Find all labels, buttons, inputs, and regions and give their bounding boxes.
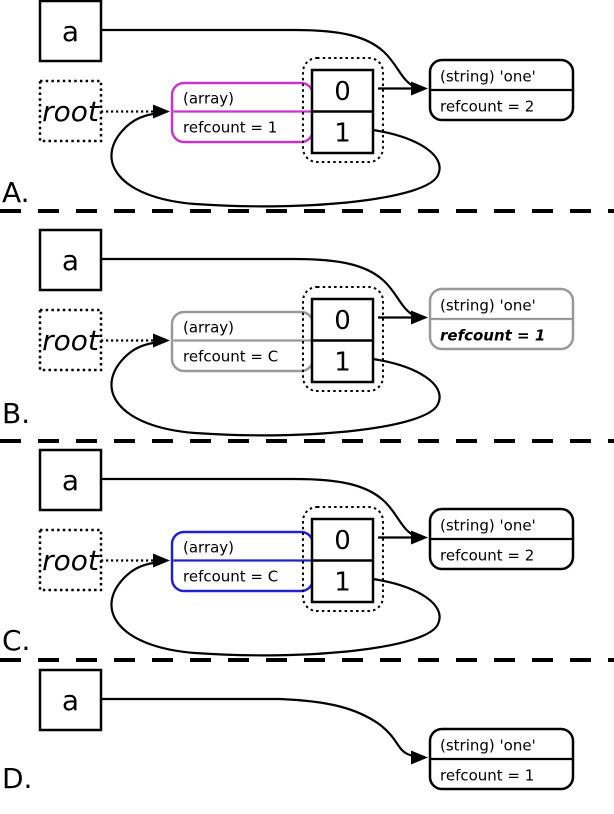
root-box (38, 308, 103, 372)
array-refcount-label: refcount = 1 (183, 119, 277, 137)
variable-a-label: a (62, 684, 79, 717)
string-type-label: (string) 'one' (440, 517, 536, 535)
panel-separator (0, 209, 614, 213)
cell-1-label: 1 (334, 348, 351, 378)
variable-a-label: a (62, 464, 79, 497)
variable-a-box (38, 0, 103, 63)
arrowhead-into-string (411, 81, 428, 96)
cell-0-label: 0 (334, 306, 351, 336)
root-box (38, 79, 103, 143)
root-box (38, 528, 103, 592)
panel-separator (0, 439, 614, 443)
arrow-a-to-string (101, 28, 422, 90)
panel-d: (string) 'one' refcount = 1 a D. (2, 668, 575, 795)
arrowhead-into-string (411, 530, 428, 545)
string-type-label: (string) 'one' (440, 297, 536, 315)
panel-a: (array) refcount = 1 0 1 (string) 'one' … (2, 0, 575, 209)
string-refcount-label: refcount = 1 (440, 327, 545, 345)
arrowhead-into-string (411, 310, 428, 325)
arrow-cell1-loop-to-array (110, 561, 441, 657)
string-type-label: (string) 'one' (440, 68, 536, 86)
arrowhead-into-array (153, 333, 170, 348)
arrow-cell1-loop-to-array (110, 341, 441, 437)
cell-1-label: 1 (334, 568, 351, 598)
cell-0-label: 0 (334, 77, 351, 107)
variable-a-label: a (62, 15, 79, 48)
array-type-label: (array) (183, 539, 234, 557)
root-label: root (42, 324, 100, 357)
string-refcount-label: refcount = 2 (440, 547, 534, 565)
variable-a-label: a (62, 244, 79, 277)
cell-1-label: 1 (334, 119, 351, 149)
string-type-label: (string) 'one' (440, 737, 536, 755)
arrow-a-to-string (101, 697, 415, 758)
string-refcount-label: refcount = 1 (440, 767, 534, 785)
panel-label: D. (2, 762, 32, 795)
arrow-a-to-string (101, 257, 422, 319)
panel-c: (array) refcount = C 0 1 (string) 'one' … (2, 448, 575, 657)
panel-b: (array) refcount = C 0 1 (string) 'one' … (2, 228, 575, 437)
array-type-label: (array) (183, 319, 234, 337)
arrowhead-into-string (411, 750, 428, 765)
panel-separator (0, 658, 614, 662)
variable-a-box (38, 668, 103, 732)
cell-0-label: 0 (334, 526, 351, 556)
panel-label: A. (2, 176, 30, 209)
arrow-a-to-string (101, 477, 422, 539)
panel-label: B. (2, 397, 30, 430)
array-refcount-label: refcount = C (183, 568, 278, 586)
root-label: root (42, 544, 100, 577)
variable-a-box (38, 448, 103, 512)
root-label: root (42, 95, 100, 128)
array-refcount-label: refcount = C (183, 348, 278, 366)
array-type-label: (array) (183, 90, 234, 108)
variable-a-box (38, 228, 103, 292)
arrowhead-into-array (153, 104, 170, 119)
arrowhead-into-array (153, 553, 170, 568)
arrow-cell1-loop-to-array (110, 112, 441, 208)
panel-label: C. (2, 624, 30, 657)
string-refcount-label: refcount = 2 (440, 98, 534, 116)
